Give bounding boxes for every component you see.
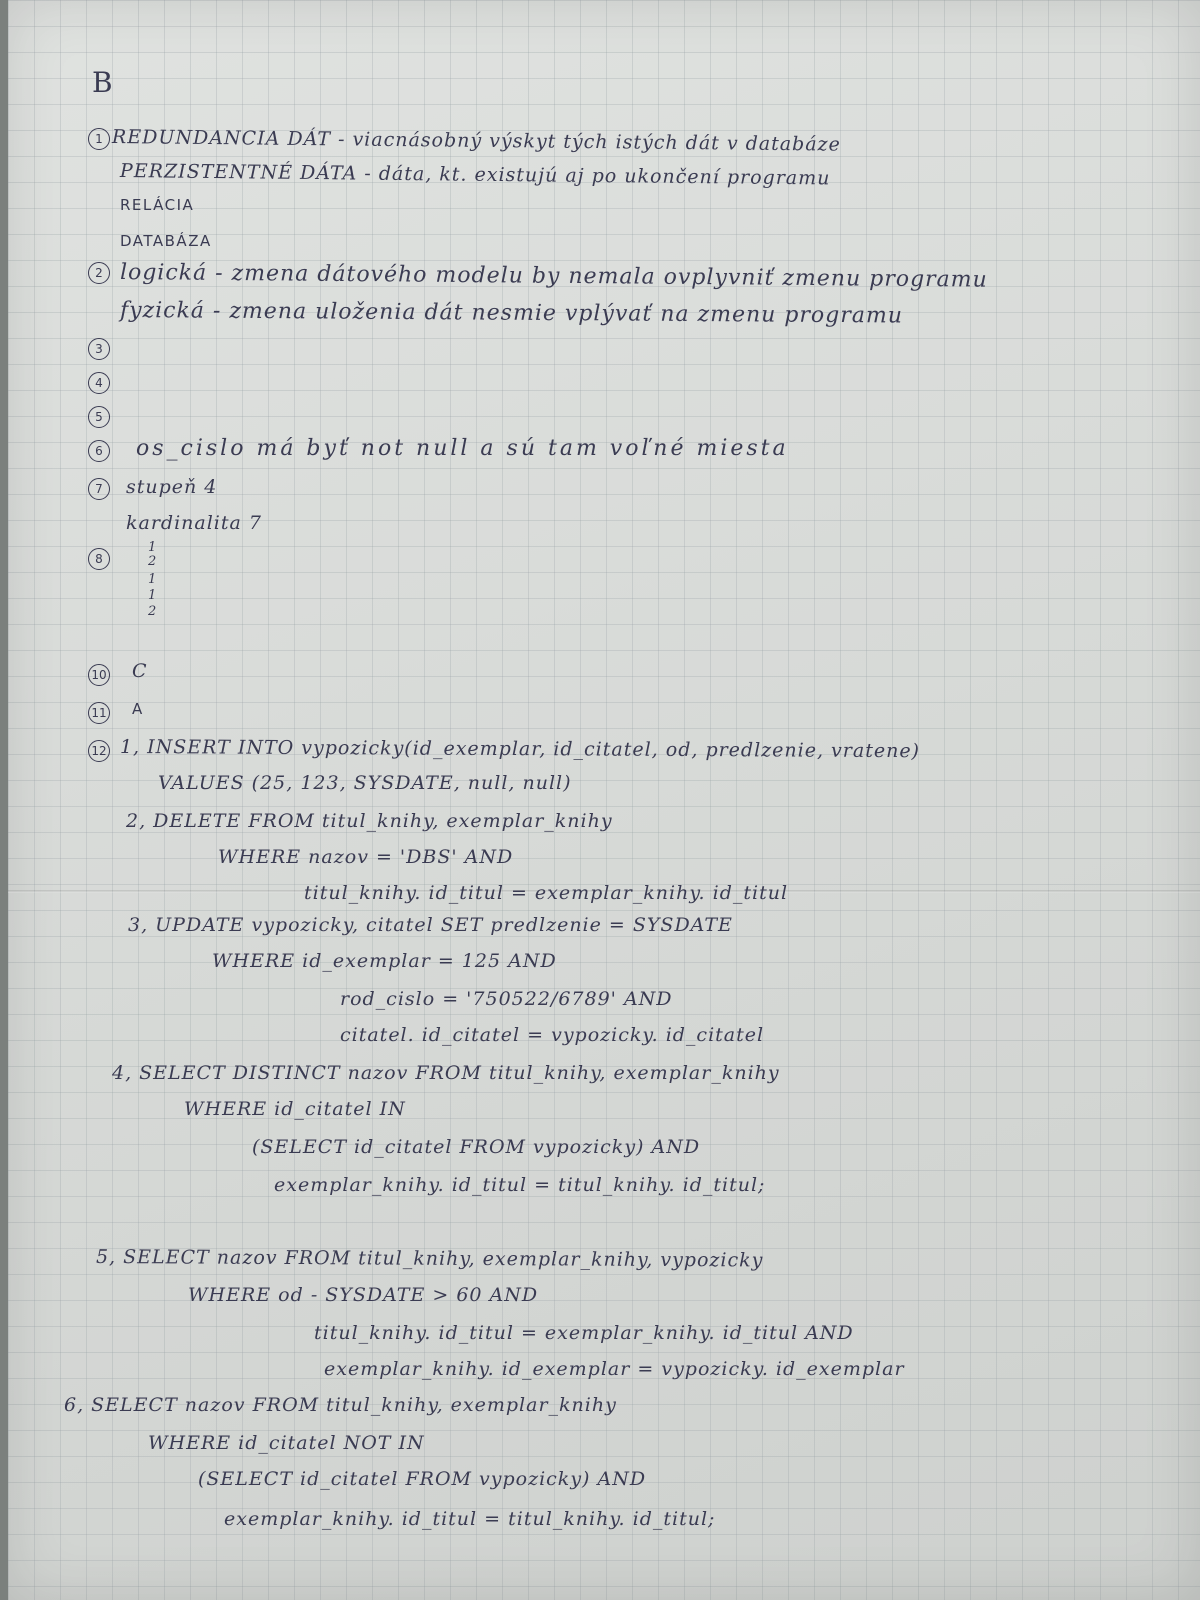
item-number: 7 — [88, 478, 110, 500]
sql-line: (SELECT id_citatel FROM vypozicky) AND — [198, 1468, 647, 1490]
item-number: 10 — [88, 664, 110, 686]
definition-line: REDUNDANCIA DÁT - viacnásobný výskyt týc… — [111, 126, 841, 156]
item-number: 11 — [88, 702, 110, 724]
sql-line: 3, UPDATE vypozicky, citatel SET predlze… — [128, 914, 733, 936]
item-number: 2 — [88, 262, 110, 284]
sql-line: 4, SELECT DISTINCT nazov FROM titul_knih… — [112, 1062, 780, 1084]
item-number: 6 — [88, 440, 110, 462]
answer-line: fyzická - zmena uloženia dát nesmie vplý… — [119, 298, 904, 329]
answer-line: 1 — [148, 540, 158, 555]
item-number: 3 — [88, 338, 110, 360]
item-number: 4 — [88, 372, 110, 394]
answer-line: 1 — [148, 588, 158, 603]
answer-line: stupeň 4 — [126, 476, 218, 498]
item-number: 12 — [88, 740, 110, 762]
sql-line: titul_knihy. id_titul = exemplar_knihy. … — [314, 1322, 854, 1344]
answer-line: 2 — [148, 604, 158, 619]
sql-line: WHERE id_exemplar = 125 AND — [212, 950, 557, 972]
sql-line: VALUES (25, 123, SYSDATE, null, null) — [158, 772, 572, 794]
answer-line: kardinalita 7 — [126, 512, 262, 534]
answer-line: A — [132, 700, 144, 718]
paper-fold — [8, 890, 1200, 893]
sql-line: exemplar_knihy. id_exemplar = vypozicky.… — [324, 1358, 905, 1380]
sql-line: WHERE nazov = 'DBS' AND — [218, 846, 514, 868]
handwritten-sheet: B 1 REDUNDANCIA DÁT - viacnásobný výskyt… — [8, 0, 1200, 1600]
definition-line: DATABÁZA — [120, 232, 212, 250]
sql-line: titul_knihy. id_titul = exemplar_knihy. … — [304, 882, 789, 904]
definition-line: PERZISTENTNÉ DÁTA - dáta, kt. existujú a… — [119, 160, 831, 190]
answer-line: C — [132, 660, 148, 682]
sql-line: exemplar_knihy. id_titul = titul_knihy. … — [274, 1174, 766, 1196]
answer-line: 2 — [148, 554, 158, 569]
answer-line: 1 — [148, 572, 158, 587]
item-number: 5 — [88, 406, 110, 428]
sql-line: (SELECT id_citatel FROM vypozicky) AND — [252, 1136, 701, 1158]
sql-line: rod_cislo = '750522/6789' AND — [340, 988, 673, 1010]
sql-line: WHERE od - SYSDATE > 60 AND — [188, 1284, 539, 1306]
item-number: 8 — [88, 548, 110, 570]
sql-line: 2, DELETE FROM titul_knihy, exemplar_kni… — [126, 810, 613, 832]
sql-line: exemplar_knihy. id_titul = titul_knihy. … — [224, 1508, 716, 1530]
sql-line: 6, SELECT nazov FROM titul_knihy, exempl… — [64, 1394, 617, 1416]
answer-line: os_cislo má byť not null a sú tam voľné … — [136, 436, 789, 461]
item-number: 1 — [88, 128, 110, 150]
page-heading: B — [92, 66, 114, 99]
sql-line: citatel. id_citatel = vypozicky. id_cita… — [340, 1024, 765, 1046]
answer-line: logická - zmena dátového modelu by nemal… — [119, 260, 988, 293]
sql-line: WHERE id_citatel IN — [184, 1098, 406, 1120]
definition-line: RELÁCIA — [120, 196, 195, 214]
sql-line: 5, SELECT nazov FROM titul_knihy, exempl… — [95, 1246, 764, 1272]
sql-line: 1, INSERT INTO vypozicky(id_exemplar, id… — [119, 736, 921, 763]
sql-line: WHERE id_citatel NOT IN — [148, 1432, 425, 1454]
